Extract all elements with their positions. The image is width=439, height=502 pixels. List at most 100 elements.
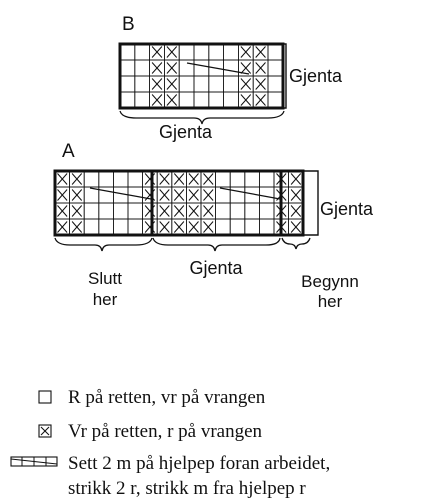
- chart-b-purl-mark: [166, 62, 178, 74]
- chart-b-stitch-cell: [223, 43, 239, 61]
- chart-b-purl-mark: [255, 46, 266, 58]
- legend-knit-entry: R på retten, vr på vrangen: [38, 387, 266, 408]
- chart-b-stitch-cell: [267, 59, 284, 77]
- legend-cable-text-line2: strikk 2 r, strikk m fra hjelpep r: [68, 478, 306, 499]
- chart-b-stitch-cell: [178, 43, 195, 61]
- chart-b-purl-mark: [255, 62, 266, 74]
- chart-a-purl-mark: [173, 205, 185, 217]
- chart-b-stitch-cell: [178, 91, 195, 109]
- chart-b-purl-mark: [255, 78, 266, 90]
- chart-a-stitch-cell: [244, 170, 260, 188]
- chart-b-stitch-cell: [193, 75, 210, 93]
- chart-b-purl-mark: [240, 94, 252, 106]
- chart-a-stitch-cell: [258, 202, 275, 220]
- chart-a-stitch-cell: [244, 218, 260, 236]
- chart-b-stitch-cell: [178, 75, 195, 93]
- chart-b-purl-mark: [240, 62, 252, 74]
- chart-a-brace-repeat: [152, 237, 281, 252]
- chart-a-stitch-cell: [83, 202, 100, 220]
- chart-a-purl-mark: [71, 173, 83, 185]
- chart-b-stitch-cell: [223, 91, 239, 109]
- chart-b-purl-mark: [151, 46, 163, 58]
- chart-b-border: [118, 42, 285, 110]
- chart-a-purl-mark: [188, 205, 199, 217]
- chart-a-purl-mark: [188, 173, 199, 185]
- chart-a-end-label-line2: her: [93, 290, 118, 309]
- chart-a-purl-mark: [290, 189, 302, 201]
- chart-a-stitch-cell: [258, 170, 275, 188]
- legend-purl-text: Vr på retten, r på vrangen: [68, 421, 263, 442]
- chart-a-purl-mark: [159, 221, 170, 233]
- chart-a-stitch-cell: [244, 202, 260, 220]
- chart-a-purl-mark: [203, 221, 214, 233]
- chart-a-stitch-cell: [215, 218, 231, 236]
- chart-a-purl-mark: [290, 221, 302, 233]
- chart-a-stitch-cell: [98, 170, 114, 188]
- chart-a-begin-label-line1: Begynn: [301, 272, 359, 291]
- chart-b-purl-mark: [240, 46, 252, 58]
- knit-symbol-icon: [38, 390, 52, 404]
- chart-a-purl-mark: [159, 189, 170, 201]
- chart-a-purl-mark: [173, 189, 185, 201]
- chart-a-stitch-cell: [98, 202, 114, 220]
- chart-b-letter: B: [122, 14, 135, 35]
- chart-a-purl-mark: [57, 221, 68, 233]
- chart-b-stitch-cell: [223, 59, 239, 77]
- purl-symbol-icon: [38, 424, 52, 438]
- chart-a-stitch-cell: [98, 218, 114, 236]
- chart-a-stitch-cell: [229, 218, 246, 236]
- chart-a-repeat-right-label: Gjenta: [320, 199, 374, 219]
- chart-a-stitch-cell: [113, 170, 129, 188]
- chart-b-stitch-cell: [119, 91, 136, 109]
- legend-knit-text: R på retten, vr på vrangen: [68, 387, 266, 408]
- chart-a-purl-mark: [188, 189, 199, 201]
- chart-b-stitch-cell: [134, 75, 151, 93]
- chart-a-repeat-bracket-right: [303, 170, 319, 236]
- cable-crossing-symbol-icon: [10, 456, 58, 467]
- chart-b-stitch-cell: [193, 59, 210, 77]
- chart-b-stitch-cell: [223, 75, 239, 93]
- legend-purl-entry: Vr på retten, r på vrangen: [38, 421, 263, 442]
- chart-b-repeat-bottom-label: Gjenta: [159, 122, 213, 142]
- chart-a-stitch-cell: [258, 186, 275, 204]
- chart-a-purl-mark: [203, 205, 214, 217]
- chart-a-cable-stroke-1: [89, 187, 152, 200]
- chart-b-stitch-cell: [119, 59, 136, 77]
- chart-b-stitch-cell: [208, 43, 225, 61]
- chart-a-purl-mark: [173, 221, 185, 233]
- chart-a-stitch-cell: [83, 218, 100, 236]
- chart-b-stitch-cell: [178, 59, 195, 77]
- chart-a-purl-mark: [71, 221, 83, 233]
- chart-a-end-label-line1: Slutt: [88, 269, 122, 288]
- chart-a-purl-mark: [57, 189, 68, 201]
- chart-a-purl-mark: [57, 173, 68, 185]
- chart-a-brace-end: [54, 237, 153, 252]
- chart-b-purl-mark: [151, 62, 163, 74]
- chart-b-stitch-cell: [267, 91, 284, 109]
- chart-b-repeat-bracket-right: [278, 43, 287, 109]
- chart-a-letter: A: [62, 141, 75, 162]
- chart-a-purl-mark: [290, 205, 302, 217]
- chart-b-stitch-cell: [134, 43, 151, 61]
- chart-a-purl-mark: [159, 205, 170, 217]
- chart-b-repeat-brace-bottom: [119, 110, 285, 125]
- chart-a-purl-mark: [290, 173, 302, 185]
- legend: R på retten, vr på vrangen Vr på retten,…: [10, 387, 330, 499]
- chart-b-purl-mark: [240, 78, 252, 90]
- chart-a-stitch-cell: [127, 170, 144, 188]
- chart-a-stitch-cell: [127, 202, 144, 220]
- chart-b-purl-mark: [166, 94, 178, 106]
- chart-a-begin-label-line2: her: [318, 292, 343, 311]
- chart-a-purl-mark: [159, 173, 170, 185]
- chart-b-grid: [119, 43, 284, 109]
- chart-b-repeat-right-label: Gjenta: [289, 66, 343, 86]
- chart-b-stitch-cell: [193, 91, 210, 109]
- legend-cable-text-line1: Sett 2 m på hjelpep foran arbeidet,: [68, 453, 330, 474]
- chart-b-stitch-cell: [119, 43, 136, 61]
- chart-a-stitch-cell: [229, 186, 246, 204]
- chart-a-purl-mark: [71, 205, 83, 217]
- chart-a-repeat-bottom-label: Gjenta: [189, 258, 243, 278]
- chart-b-stitch-cell: [193, 43, 210, 61]
- chart-b-purl-mark: [151, 94, 163, 106]
